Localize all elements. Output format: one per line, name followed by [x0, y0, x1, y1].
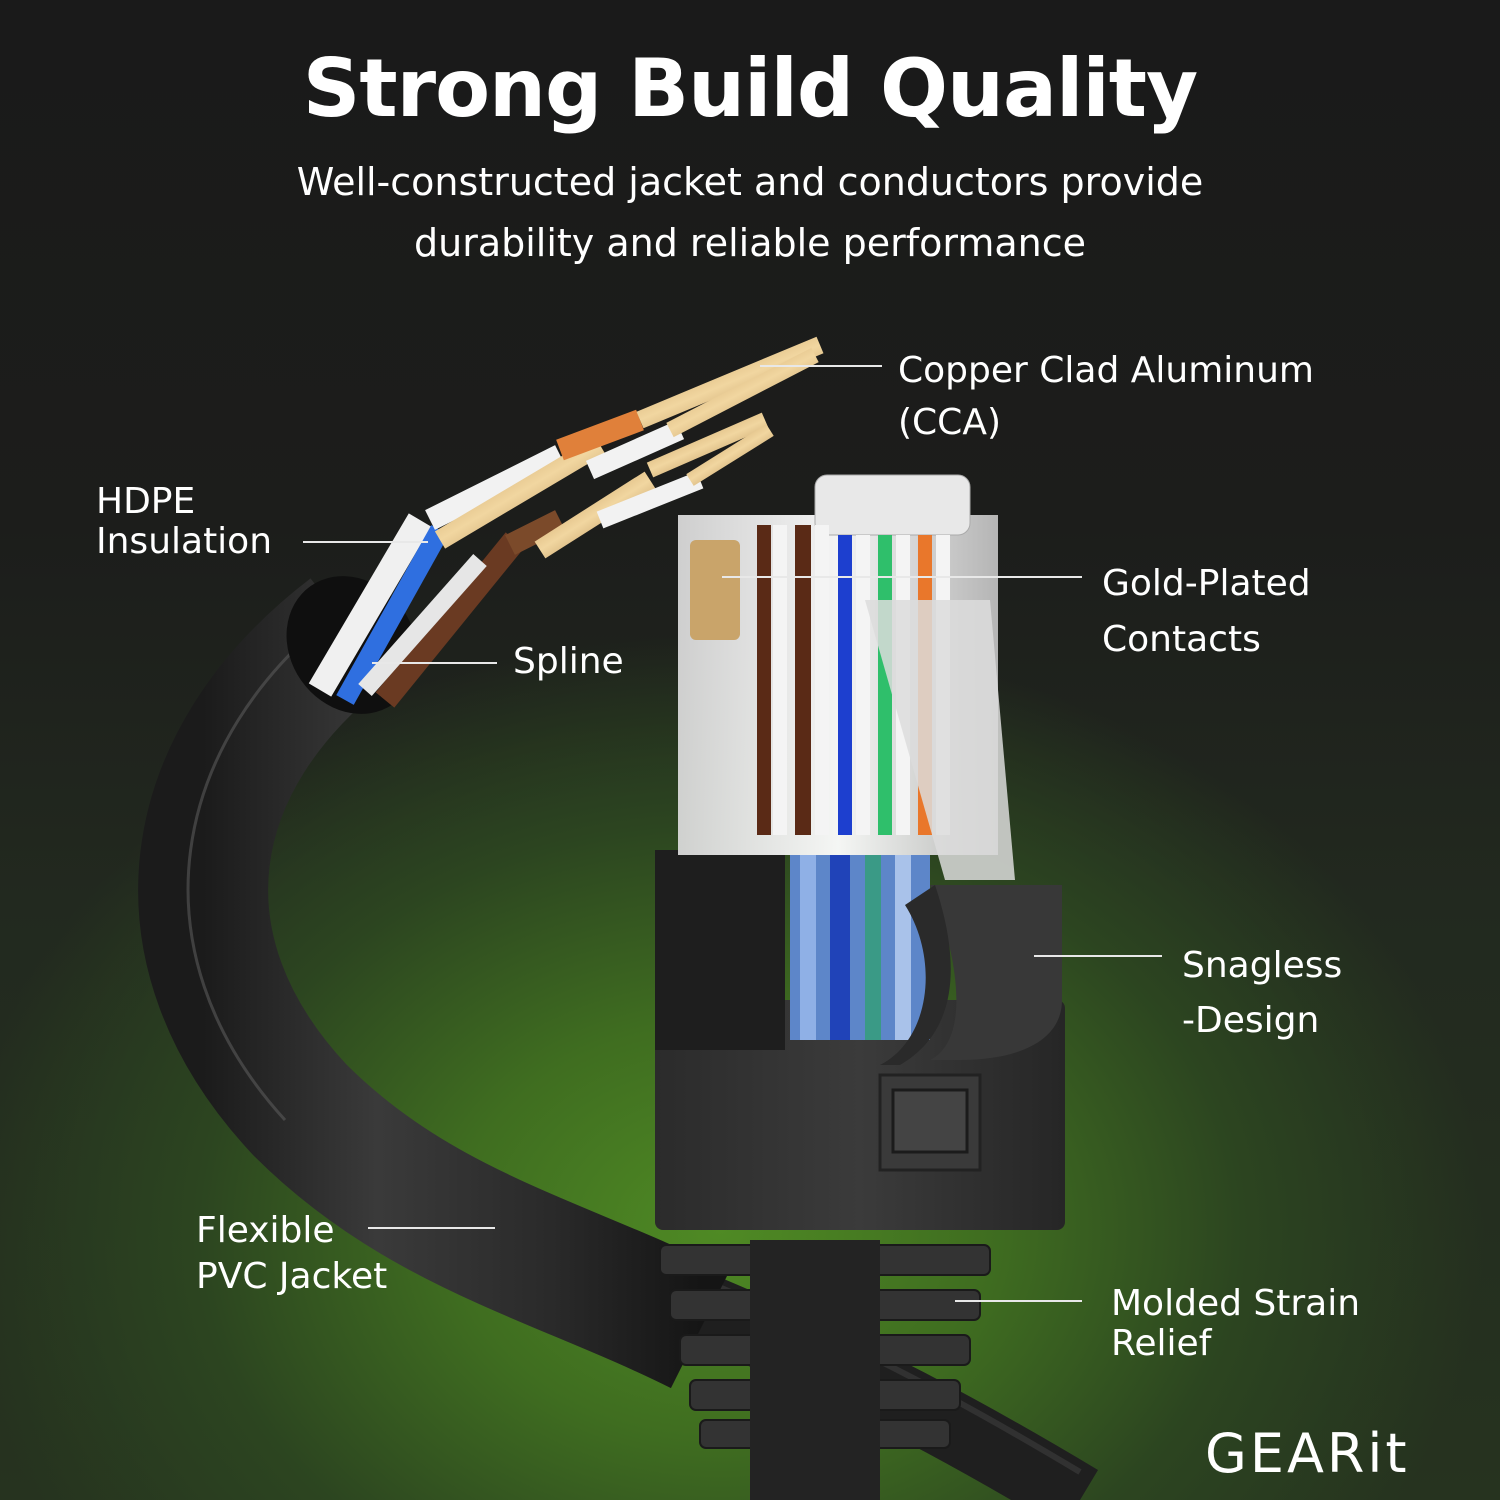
spline-leader-line	[372, 662, 497, 664]
page-subtitle: Well-constructed jacket and conductors p…	[0, 152, 1500, 274]
callout-label: PVC Jacket	[196, 1256, 388, 1297]
callout-label: Contacts	[1102, 619, 1261, 660]
callout-hdpe-insulation: HDPE Insulation	[96, 482, 272, 562]
subtitle-line-1: Well-constructed jacket and conductors p…	[296, 160, 1204, 204]
callout-spline: Spline	[513, 642, 624, 682]
callout-label: Molded Strain	[1111, 1283, 1361, 1324]
callout-label: HDPE	[96, 481, 196, 522]
brand-logo: GEARit	[1205, 1422, 1410, 1485]
callout-label: Insulation	[96, 521, 273, 562]
cca-leader-line	[760, 365, 882, 367]
callout-label: Relief	[1111, 1323, 1212, 1364]
hdpe-leader-line	[303, 541, 428, 543]
page-title: Strong Build Quality	[302, 42, 1198, 135]
gold-contacts-leader-line	[722, 576, 1082, 578]
subtitle-line-2: durability and reliable performance	[413, 221, 1086, 265]
callout-label: Copper Clad Aluminum	[898, 350, 1314, 391]
callout-flexible-pvc-jacket: Flexible PVC Jacket	[196, 1208, 387, 1300]
callout-gold-plated-contacts: Gold-Plated Contacts	[1102, 556, 1311, 668]
jacket-leader-line	[368, 1227, 495, 1229]
callout-molded-strain-relief: Molded Strain Relief	[1111, 1284, 1360, 1364]
callout-snagless-design: Snagless -Design	[1182, 938, 1342, 1048]
callout-label: (CCA)	[898, 402, 1001, 443]
callout-label: -Design	[1182, 1000, 1320, 1041]
callout-label: Gold-Plated	[1102, 563, 1311, 604]
callout-label: Spline	[513, 641, 624, 682]
callout-label: Snagless	[1182, 945, 1343, 986]
strain-relief-leader-line	[955, 1300, 1082, 1302]
callout-label: Flexible	[196, 1210, 335, 1251]
snagless-leader-line	[1034, 955, 1162, 957]
callout-copper-clad-aluminum: Copper Clad Aluminum (CCA)	[898, 345, 1314, 449]
